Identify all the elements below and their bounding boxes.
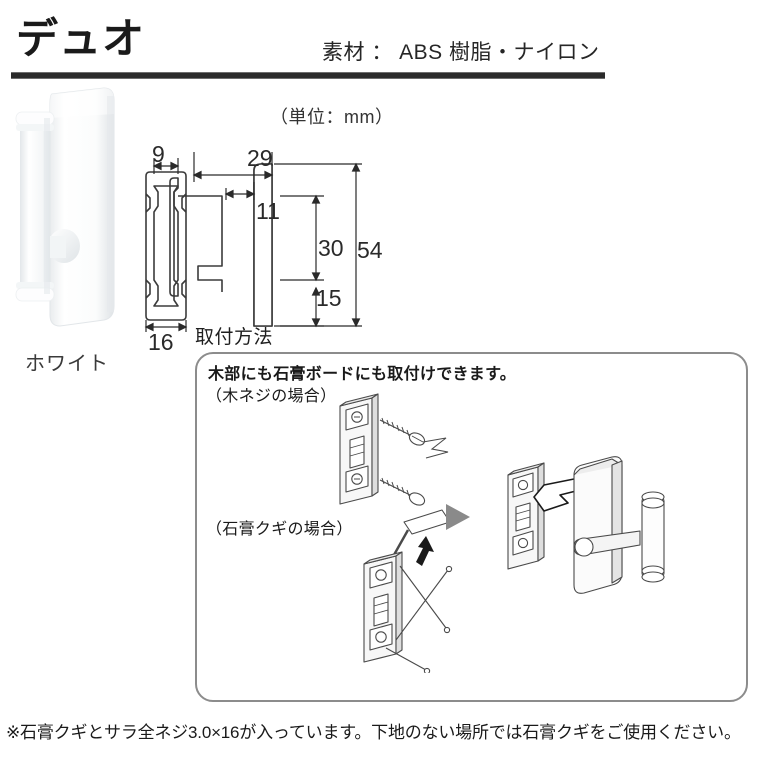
- install-headline: 木部にも石膏ボードにも取付けできます。: [208, 366, 517, 383]
- dimension-height-total: 54: [357, 237, 383, 263]
- dimension-width-side: 9: [152, 141, 165, 167]
- install-case-wood-screw: （木ネジの場合）: [206, 388, 337, 405]
- header-divider: [11, 72, 605, 79]
- wood-screw-illustration: [328, 392, 478, 512]
- dimension-width-inner: 11: [256, 198, 280, 224]
- install-section-label: 取付方法: [195, 327, 274, 348]
- page-title: デュオ: [16, 14, 146, 63]
- dimension-height-upper: 30: [318, 235, 344, 261]
- material-spec: 素材 ： ABS 樹脂・ナイロン: [322, 41, 600, 64]
- dimension-width-front: 29: [247, 145, 273, 171]
- dimension-depth-base: 16: [148, 329, 174, 355]
- assembly-illustration: [500, 455, 690, 620]
- unit-note: （単位：mm）: [270, 107, 394, 127]
- footnote-text: ※石膏クギとサラ全ネジ3.0×16が入っています。下地のない場所では石膏クギをご…: [6, 723, 741, 742]
- technical-drawing: [128, 130, 398, 335]
- flow-arrow-icon: [440, 500, 474, 534]
- install-case-gypsum-nail: （石膏クギの場合）: [206, 521, 353, 538]
- product-color-label: ホワイト: [25, 353, 109, 375]
- dimension-height-lower: 15: [316, 285, 342, 311]
- product-photo: [8, 84, 126, 330]
- gypsum-nail-illustration: [330, 508, 490, 673]
